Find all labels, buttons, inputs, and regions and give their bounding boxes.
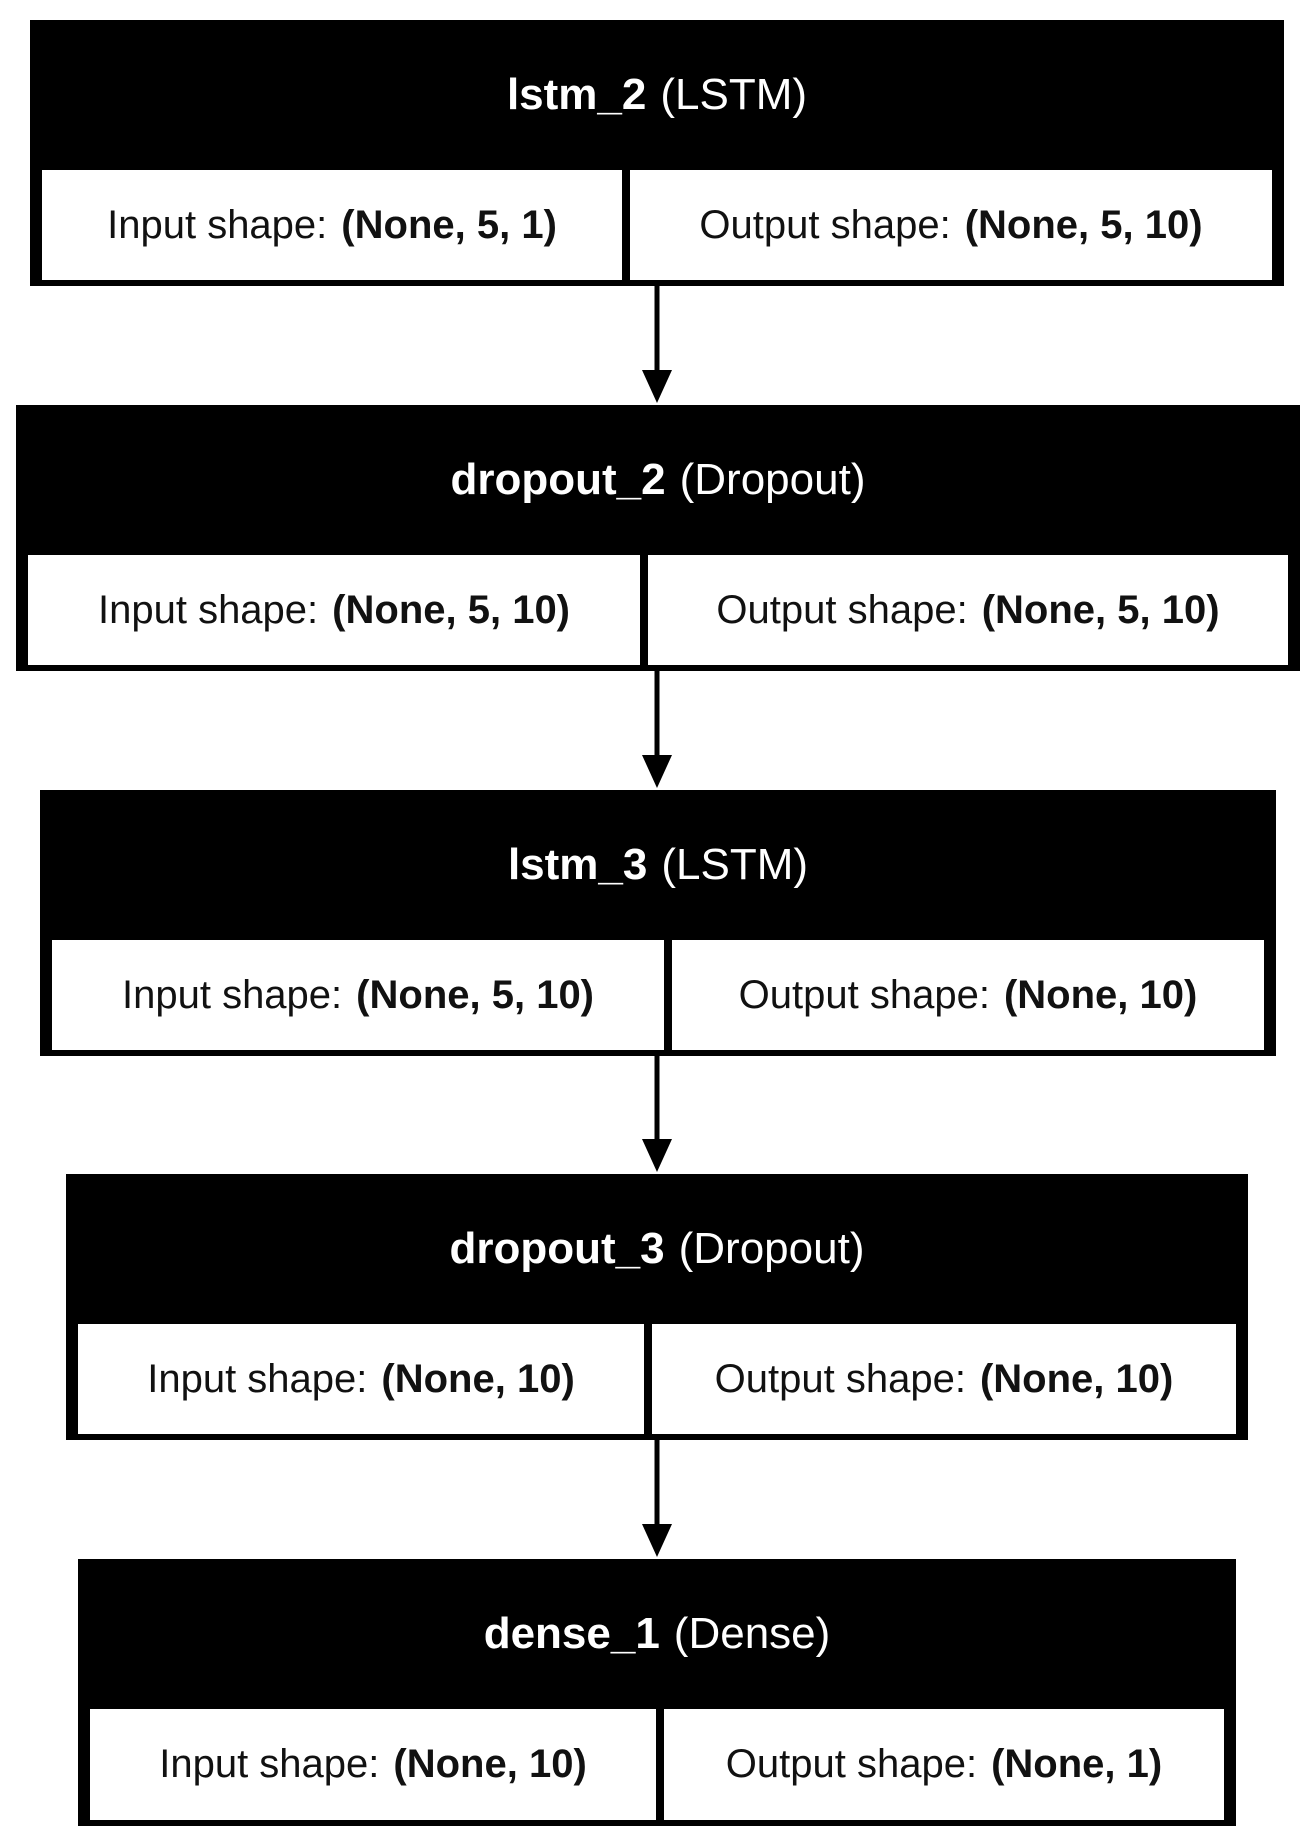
input-shape-value: (None, 10) bbox=[393, 1742, 587, 1786]
input-shape-label: Input shape: bbox=[147, 1356, 368, 1401]
layer-header: dropout_3 (Dropout) bbox=[72, 1180, 1242, 1318]
layer-header: lstm_2 (LSTM) bbox=[36, 26, 1278, 164]
layer-node-dropout-3: dropout_3 (Dropout) Input shape: (None, … bbox=[66, 1174, 1248, 1440]
layer-type: (Dropout) bbox=[679, 455, 866, 504]
layer-type: (LSTM) bbox=[661, 840, 809, 889]
output-shape-value: (None, 10) bbox=[1003, 972, 1198, 1017]
layer-node-lstm-2: lstm_2 (LSTM) Input shape: (None, 5, 1) … bbox=[30, 20, 1284, 286]
layer-header: dropout_2 (Dropout) bbox=[22, 411, 1294, 549]
layer-header: lstm_3 (LSTM) bbox=[46, 796, 1270, 934]
input-shape-label: Input shape: bbox=[121, 972, 343, 1017]
input-shape-cell: Input shape: (None, 5, 1) bbox=[42, 170, 622, 280]
output-shape-cell: Output shape: (None, 10) bbox=[672, 940, 1264, 1050]
layer-type: (Dropout) bbox=[678, 1224, 865, 1273]
layer-name: dropout_3 bbox=[449, 1224, 665, 1273]
input-shape-label: Input shape: bbox=[97, 587, 319, 632]
output-shape-value: (None, 5, 10) bbox=[981, 587, 1220, 632]
input-shape-value: (None, 5, 1) bbox=[341, 202, 557, 247]
output-shape-cell: Output shape: (None, 1) bbox=[664, 1709, 1224, 1820]
layer-node-dense-1: dense_1 (Dense) Input shape: (None, 10) … bbox=[78, 1559, 1236, 1826]
layer-name: lstm_3 bbox=[507, 840, 648, 889]
arrow-dropout3-to-dense1 bbox=[642, 1440, 672, 1557]
input-shape-cell: Input shape: (None, 10) bbox=[78, 1324, 644, 1434]
output-shape-label: Output shape: bbox=[714, 1356, 966, 1401]
output-shape-value: (None, 1) bbox=[991, 1742, 1163, 1786]
layer-type: (Dense) bbox=[673, 1609, 831, 1658]
arrow-dropout2-to-lstm3 bbox=[642, 671, 672, 788]
output-shape-cell: Output shape: (None, 5, 10) bbox=[630, 170, 1272, 280]
input-shape-cell: Input shape: (None, 5, 10) bbox=[52, 940, 664, 1050]
layer-type: (LSTM) bbox=[660, 70, 808, 119]
input-shape-label: Input shape: bbox=[159, 1742, 380, 1786]
layer-node-lstm-3: lstm_3 (LSTM) Input shape: (None, 5, 10)… bbox=[40, 790, 1276, 1056]
input-shape-cell: Input shape: (None, 5, 10) bbox=[28, 555, 640, 665]
input-shape-label: Input shape: bbox=[107, 202, 328, 247]
layer-name: dropout_2 bbox=[450, 455, 666, 504]
layer-name: lstm_2 bbox=[506, 70, 647, 119]
input-shape-value: (None, 10) bbox=[381, 1356, 575, 1401]
output-shape-label: Output shape: bbox=[716, 587, 968, 632]
layer-name: dense_1 bbox=[483, 1609, 660, 1658]
input-shape-value: (None, 5, 10) bbox=[332, 587, 571, 632]
output-shape-value: (None, 5, 10) bbox=[964, 202, 1203, 247]
layer-header: dense_1 (Dense) bbox=[84, 1565, 1230, 1703]
arrow-lstm2-to-dropout2 bbox=[642, 286, 672, 403]
output-shape-label: Output shape: bbox=[725, 1742, 978, 1786]
output-shape-cell: Output shape: (None, 10) bbox=[652, 1324, 1236, 1434]
input-shape-value: (None, 5, 10) bbox=[356, 972, 595, 1017]
output-shape-cell: Output shape: (None, 5, 10) bbox=[648, 555, 1288, 665]
input-shape-cell: Input shape: (None, 10) bbox=[90, 1709, 656, 1820]
output-shape-label: Output shape: bbox=[738, 972, 990, 1017]
output-shape-value: (None, 10) bbox=[979, 1356, 1174, 1401]
output-shape-label: Output shape: bbox=[699, 202, 951, 247]
arrow-lstm3-to-dropout3 bbox=[642, 1056, 672, 1172]
layer-node-dropout-2: dropout_2 (Dropout) Input shape: (None, … bbox=[16, 405, 1300, 671]
